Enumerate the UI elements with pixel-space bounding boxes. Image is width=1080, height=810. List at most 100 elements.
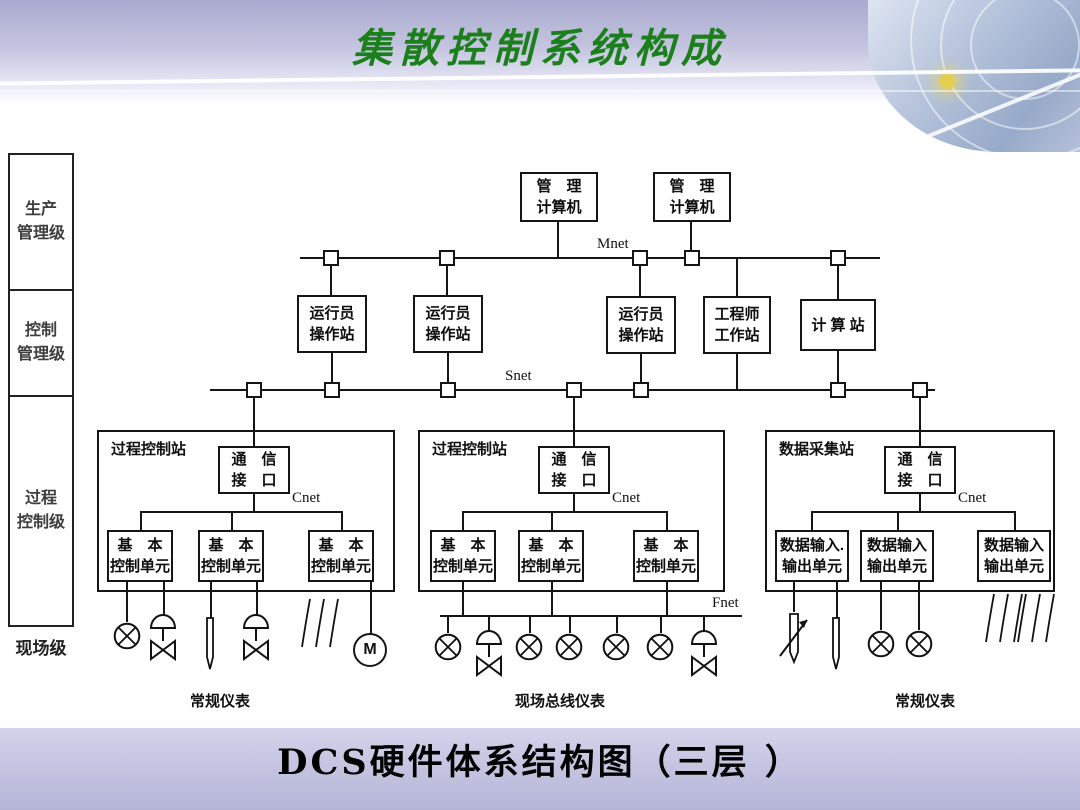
snet-node: [324, 382, 340, 398]
fnet-label: Fnet: [712, 595, 739, 611]
footer-fieldbus: 现场总线仪表: [514, 693, 605, 710]
control-valve-icon: [238, 611, 274, 665]
cnet-label-1: Cnet: [292, 490, 321, 506]
transmitter-icon: [904, 629, 934, 659]
field-wire: [488, 617, 490, 631]
field-wire: [447, 617, 449, 633]
mnet-label: Mnet: [597, 236, 629, 252]
control-valve-icon: [686, 627, 722, 681]
field-wire: [660, 617, 662, 633]
station-title: 过程控制站: [111, 441, 187, 458]
connector-line: [837, 351, 839, 383]
footer-conventional-2: 常规仪表: [894, 693, 955, 710]
transmitter-icon: [514, 632, 544, 662]
computing-station: 计 算 站: [800, 299, 876, 351]
hierarchy-levels: 生产 管理级 控制 管理级 过程 控制级: [8, 153, 74, 627]
motor-letter: M: [363, 641, 377, 658]
transmitter-icon: [554, 632, 584, 662]
bulb-glow-icon: [940, 74, 955, 89]
connector-line: [462, 511, 464, 530]
footer-conventional-1: 常规仪表: [189, 693, 250, 710]
mnet-node: [632, 250, 648, 266]
basic-control-unit: 基 本 控制单元: [308, 530, 374, 582]
connector-line: [640, 354, 642, 383]
field-wire: [256, 582, 258, 615]
data-acquisition-station: [765, 430, 1055, 592]
signal-wires-icon: [298, 597, 342, 651]
transmitter-icon: [112, 621, 142, 651]
connector-line: [557, 222, 559, 258]
basic-control-unit: 基 本 控制单元: [633, 530, 699, 582]
connector-line: [1014, 511, 1016, 530]
cnet-label-2: Cnet: [612, 490, 641, 506]
connector-line: [919, 494, 921, 511]
slide-title: 集散控制系统构成: [352, 25, 728, 72]
field-wire: [210, 582, 212, 618]
data-io-unit: 数据输入. 输出单元: [775, 530, 849, 582]
snet-node: [246, 382, 262, 398]
basic-control-unit: 基 本 控制单元: [198, 530, 264, 582]
field-wire: [703, 617, 705, 631]
transmitter-icon: [433, 632, 463, 662]
connector-line: [666, 511, 668, 530]
mnet-node: [684, 250, 700, 266]
field-wire: [880, 582, 882, 630]
signal-wires-icon: [1014, 592, 1058, 646]
field-wire: [370, 582, 372, 634]
level-field: 现场级: [15, 639, 67, 658]
connector-line: [919, 398, 921, 446]
divider-streak: [0, 90, 1080, 92]
mnet-node: [439, 250, 455, 266]
operator-station-3: 运行员 操作站: [606, 296, 676, 354]
snet-node: [830, 382, 846, 398]
management-computer-1: 管 理 计算机: [520, 172, 598, 222]
field-wire: [836, 582, 838, 618]
connector-line: [253, 494, 255, 511]
field-wire: [569, 617, 571, 633]
mnet-node: [323, 250, 339, 266]
level-production-management: 生产 管理级: [10, 155, 72, 291]
connector-line: [447, 353, 449, 383]
connector-line: [331, 353, 333, 383]
basic-control-unit: 基 本 控制单元: [518, 530, 584, 582]
process-control-station-1: [97, 430, 395, 592]
operator-station-1: 运行员 操作站: [297, 295, 367, 353]
management-computer-2: 管 理 计算机: [653, 172, 731, 222]
field-wire: [918, 582, 920, 630]
connector-line: [446, 266, 448, 295]
connector-line: [639, 266, 641, 296]
connector-line: [811, 511, 813, 530]
control-valve-icon: [145, 611, 181, 665]
probe-icon: [829, 617, 843, 671]
transmitter-icon: [601, 632, 631, 662]
snet-node: [440, 382, 456, 398]
snet-node: [633, 382, 649, 398]
mnet-node: [830, 250, 846, 266]
transmitter-icon: [645, 632, 675, 662]
transmitter-icon: [866, 629, 896, 659]
slide-caption: DCS硬件体系结构图（三层 ）: [277, 742, 803, 783]
comm-interface-2: 通 信 接 口: [538, 446, 610, 494]
connector-line: [341, 511, 343, 530]
motor-icon: M: [353, 633, 387, 667]
comm-interface-3: 通 信 接 口: [884, 446, 956, 494]
field-wire: [529, 617, 531, 633]
process-control-station-2: [418, 430, 725, 592]
operator-station-2: 运行员 操作站: [413, 295, 483, 353]
connector-line: [897, 511, 899, 530]
snet-node: [566, 382, 582, 398]
connector-line: [231, 511, 233, 530]
field-wire: [126, 582, 128, 622]
level-control-management: 控制 管理级: [10, 291, 72, 397]
mnet-bus: [300, 257, 880, 259]
adjustable-element-icon: [774, 608, 814, 666]
snet-node: [912, 382, 928, 398]
engineer-workstation: 工程师 工作站: [703, 296, 771, 354]
comm-interface-1: 通 信 接 口: [218, 446, 290, 494]
connector-line: [736, 354, 738, 390]
data-io-unit: 数据输入 输出单元: [977, 530, 1051, 582]
connector-line: [140, 511, 142, 530]
connector-line: [573, 398, 575, 446]
bottom-band: [0, 728, 1080, 810]
